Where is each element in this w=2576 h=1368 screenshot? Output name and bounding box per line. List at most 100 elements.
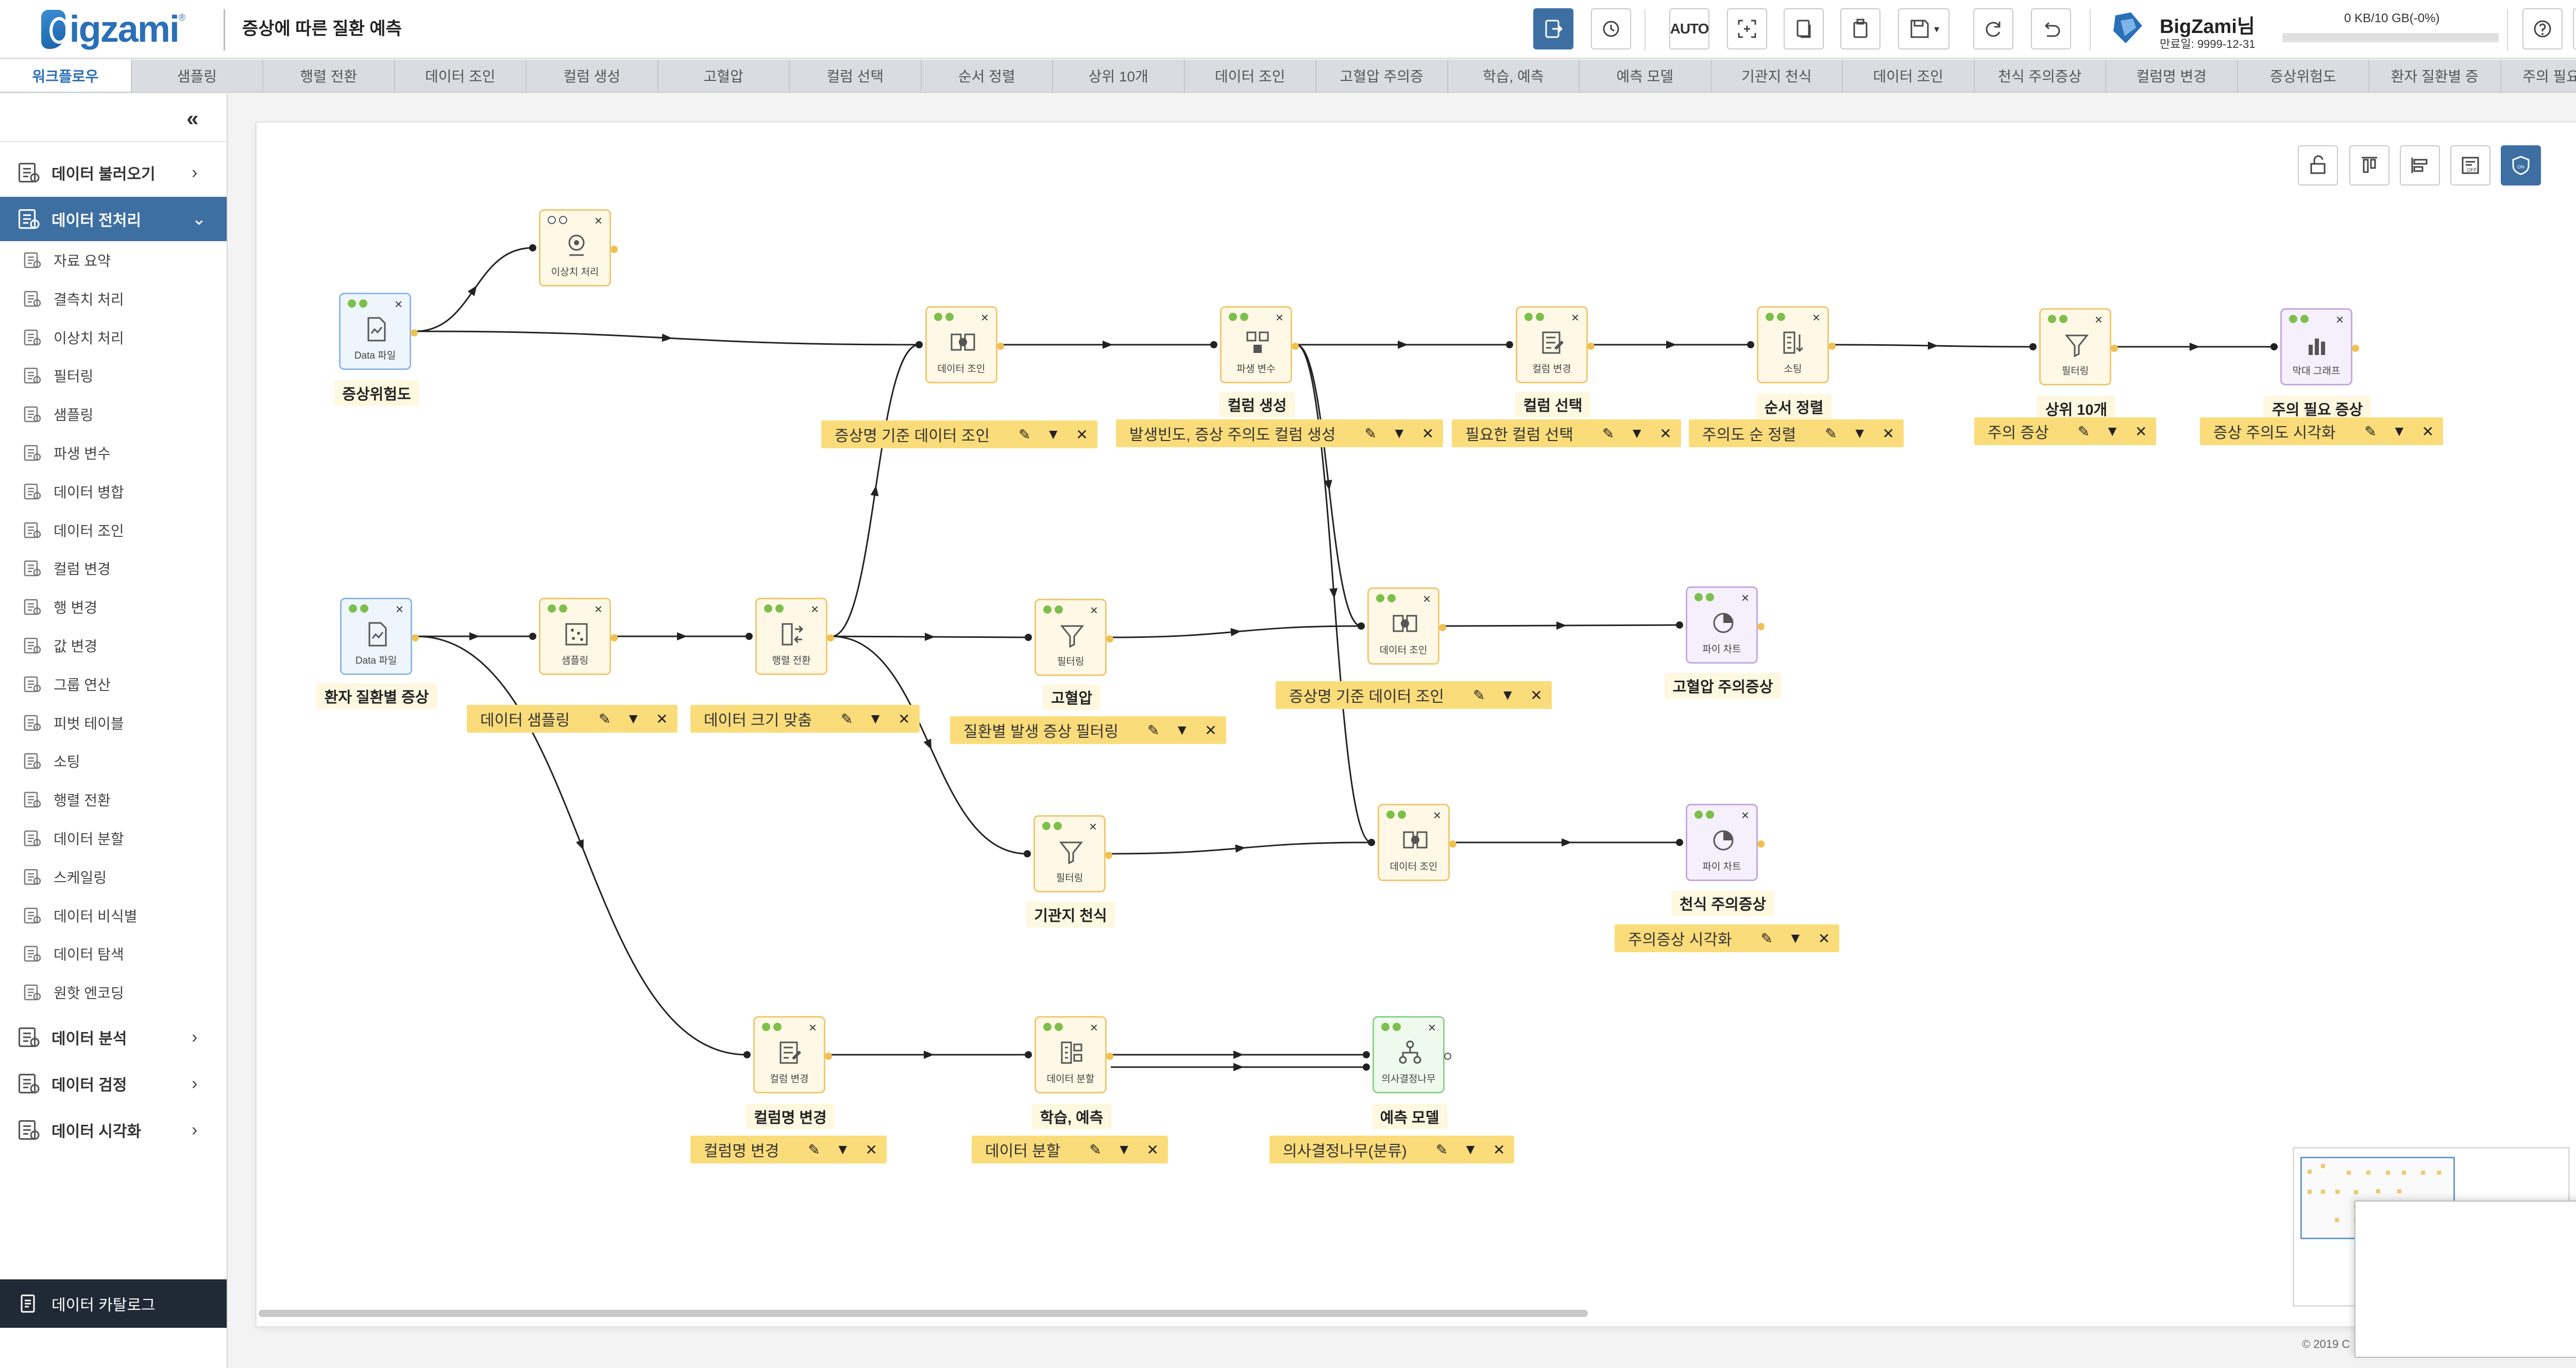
sidebar-item-2[interactable]: 이상치 처리 <box>0 318 227 357</box>
fit-screen-button[interactable] <box>1727 8 1767 49</box>
node-output-port[interactable] <box>1106 1053 1113 1060</box>
close-icon[interactable]: ✕ <box>1882 425 1894 442</box>
sidebar-category-4[interactable]: 데이터 시각화› <box>0 1108 227 1152</box>
node-output-port[interactable] <box>2111 345 2118 352</box>
workflow-node-n14[interactable]: ×파이 차트 <box>1686 586 1765 664</box>
node-title-n12[interactable]: 고혈압 <box>1042 684 1101 710</box>
align-top-button[interactable] <box>2349 145 2389 185</box>
unlock-button[interactable] <box>2298 145 2338 185</box>
sidebar-item-7[interactable]: 데이터 조인 <box>0 511 227 549</box>
node-title-n8[interactable]: 주의 필요 증상 <box>2263 396 2371 421</box>
sidebar-item-16[interactable]: 스케일링 <box>0 858 227 896</box>
node-output-port[interactable] <box>1444 1053 1451 1060</box>
node-output-port[interactable] <box>827 634 834 641</box>
node-output-port[interactable] <box>412 634 419 641</box>
workflow-node-n20[interactable]: ×의사결정나무 <box>1372 1016 1451 1093</box>
node-annotation-10[interactable]: 주의증상 시각화✎▼✕ <box>1615 924 1840 952</box>
node-title-n18[interactable]: 컬럼명 변경 <box>745 1104 835 1129</box>
close-icon[interactable]: ✕ <box>656 711 668 727</box>
logout-button[interactable] <box>2573 8 2576 49</box>
sidebar-item-19[interactable]: 원핫 엔코딩 <box>0 973 227 1011</box>
node-close-icon[interactable]: × <box>395 601 403 617</box>
comment-off-button[interactable]: OFF <box>2450 145 2490 185</box>
close-icon[interactable]: ✕ <box>1205 722 1217 738</box>
workflow-node-n10[interactable]: ×샘플링 <box>539 598 618 675</box>
refresh-button[interactable] <box>1591 8 1631 49</box>
sidebar-item-17[interactable]: 데이터 비식별 <box>0 897 227 935</box>
node-annotation-8[interactable]: 질환별 발생 증상 필터링✎▼✕ <box>950 716 1226 744</box>
node-output-port[interactable] <box>1828 343 1836 350</box>
node-annotation-11[interactable]: 컬럼명 변경✎▼✕ <box>690 1136 887 1163</box>
tab-12[interactable]: 예측 모델 <box>1580 60 1711 92</box>
node-output-port[interactable] <box>825 1053 832 1060</box>
node-output-port[interactable] <box>1439 624 1446 631</box>
node-close-icon[interactable]: × <box>1433 807 1441 823</box>
sidebar-category-3[interactable]: 데이터 검정› <box>0 1061 227 1106</box>
node-annotation-2[interactable]: 필요한 컬럼 선택✎▼✕ <box>1452 419 1681 447</box>
node-close-icon[interactable]: × <box>1090 1020 1098 1035</box>
sidebar-item-4[interactable]: 샘플링 <box>0 395 227 433</box>
workflow-node-n19[interactable]: ×데이터 분할 <box>1035 1016 1113 1093</box>
node-title-n4[interactable]: 컬럼 생성 <box>1219 392 1295 417</box>
edit-icon[interactable]: ✎ <box>1602 425 1615 442</box>
reload-button[interactable] <box>1973 8 2013 49</box>
node-output-port[interactable] <box>1106 635 1113 643</box>
node-output-port[interactable] <box>611 246 618 253</box>
node-output-port[interactable] <box>1449 840 1456 848</box>
tab-9[interactable]: 데이터 조인 <box>1185 60 1316 92</box>
collapse-icon[interactable]: ▼ <box>2105 423 2120 439</box>
undo-button[interactable] <box>2031 8 2071 49</box>
node-annotation-13[interactable]: 의사결정나무(분류)✎▼✕ <box>1269 1136 1515 1163</box>
node-close-icon[interactable]: × <box>2094 312 2103 327</box>
sidebar-collapse-button[interactable]: « <box>187 106 199 130</box>
tab-14[interactable]: 데이터 조인 <box>1843 60 1975 92</box>
tab-8[interactable]: 상위 10개 <box>1053 60 1185 92</box>
bigzami-logo[interactable]: igzami ® <box>41 7 185 52</box>
edit-icon[interactable]: ✎ <box>598 711 611 727</box>
sidebar-category-0[interactable]: 데이터 불러오기› <box>0 150 227 195</box>
node-close-icon[interactable]: × <box>594 601 602 617</box>
node-annotation-5[interactable]: 증상 주의도 시각화✎▼✕ <box>2200 417 2444 445</box>
sidebar-item-3[interactable]: 필터링 <box>0 357 227 395</box>
node-close-icon[interactable]: × <box>1275 310 1283 325</box>
edit-icon[interactable]: ✎ <box>840 711 853 727</box>
save-button[interactable]: ▾ <box>1898 8 1950 49</box>
node-output-port[interactable] <box>1292 343 1299 350</box>
close-icon[interactable]: ✕ <box>2134 423 2147 440</box>
sidebar-item-14[interactable]: 행렬 전환 <box>0 781 227 819</box>
workflow-node-n1[interactable]: ×Data 파일 <box>339 293 418 370</box>
canvas-horizontal-scrollbar[interactable] <box>259 1310 1588 1317</box>
node-close-icon[interactable]: × <box>1089 819 1097 834</box>
node-title-n5[interactable]: 컬럼 선택 <box>1515 392 1591 417</box>
node-title-n7[interactable]: 상위 10개 <box>2037 396 2116 421</box>
sidebar-category-2[interactable]: 데이터 분석› <box>0 1015 227 1059</box>
sidebar-item-13[interactable]: 소팅 <box>0 742 227 780</box>
workflow-node-n4[interactable]: ×파생 변수 <box>1220 306 1299 383</box>
node-close-icon[interactable]: × <box>808 1020 817 1035</box>
collapse-icon[interactable]: ▼ <box>1463 1141 1478 1157</box>
sidebar-item-1[interactable]: 결측치 처리 <box>0 280 227 318</box>
sidebar-item-12[interactable]: 피벗 테이블 <box>0 704 227 742</box>
workflow-node-n2[interactable]: ×이상치 처리 <box>539 209 618 286</box>
workflow-node-n3[interactable]: ×데이터 조인 <box>925 306 1004 383</box>
sidebar-item-8[interactable]: 컬럼 변경 <box>0 549 227 587</box>
node-title-n17[interactable]: 천식 주의증상 <box>1671 890 1775 916</box>
node-output-port[interactable] <box>1757 623 1765 630</box>
tab-11[interactable]: 학습, 예측 <box>1448 60 1580 92</box>
node-close-icon[interactable]: × <box>1428 1020 1436 1035</box>
workflow-node-n12[interactable]: ×필터링 <box>1035 599 1113 676</box>
tab-15[interactable]: 천식 주의증상 <box>1975 60 2106 92</box>
sidebar-item-5[interactable]: 파생 변수 <box>0 434 227 472</box>
collapse-icon[interactable]: ▼ <box>868 711 883 727</box>
minimap-toggle-button[interactable]: ON <box>2501 145 2541 185</box>
tab-2[interactable]: 행렬 전환 <box>263 60 395 92</box>
collapse-icon[interactable]: ▼ <box>1852 425 1867 441</box>
node-close-icon[interactable]: × <box>1812 310 1820 325</box>
edit-icon[interactable]: ✎ <box>1473 687 1485 703</box>
workflow-node-n15[interactable]: ×필터링 <box>1033 815 1112 892</box>
node-close-icon[interactable]: × <box>980 310 989 325</box>
close-icon[interactable]: ✕ <box>1076 426 1088 443</box>
node-title-n15[interactable]: 기관지 천식 <box>1026 902 1115 927</box>
node-close-icon[interactable]: × <box>1422 591 1431 606</box>
